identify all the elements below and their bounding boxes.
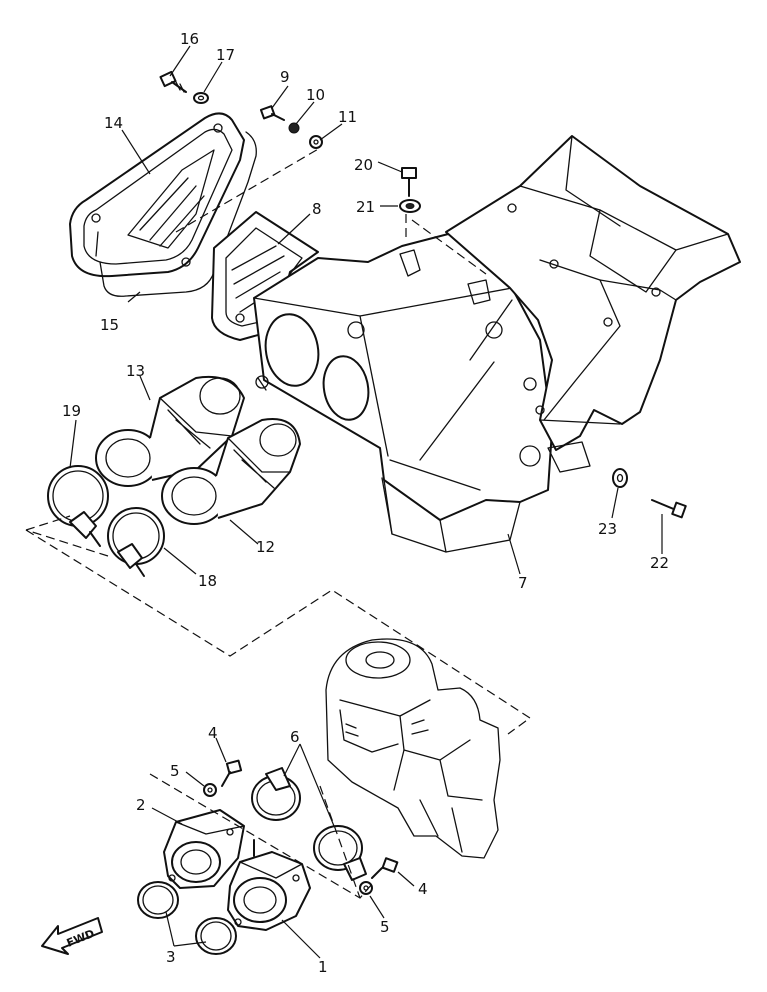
- callout-22: 22: [650, 554, 669, 572]
- callout-15: 15: [100, 316, 119, 334]
- bolt-part-22: [651, 499, 687, 519]
- callout-12: 12: [256, 538, 275, 556]
- washer-part-5: [203, 783, 373, 895]
- clamp-part-18: [107, 507, 165, 577]
- bolt-part-16: [159, 70, 187, 93]
- callout-5-lower: 5: [380, 918, 390, 936]
- callout-14: 14: [104, 114, 123, 132]
- callout-1: 1: [318, 958, 328, 976]
- callout-13: 13: [126, 362, 145, 380]
- callout-23: 23: [598, 520, 617, 538]
- washer-part-21: [399, 199, 421, 213]
- o-ring-part-3: [137, 881, 237, 955]
- assembly-reference-lines: [25, 147, 532, 899]
- callout-8: 8: [312, 200, 322, 218]
- gasket-part-15: [95, 131, 257, 297]
- callout-2: 2: [136, 796, 146, 814]
- washer-part-17: [193, 92, 209, 104]
- nut-part-11: [309, 135, 323, 149]
- callout-16: 16: [180, 30, 199, 48]
- callout-20: 20: [354, 156, 373, 174]
- callout-7: 7: [518, 574, 528, 592]
- air-filter-element-part-8: [211, 211, 319, 341]
- forward-arrow-icon: [41, 917, 103, 955]
- air-filter-cover-part-14: [69, 112, 245, 278]
- callout-19: 19: [62, 402, 81, 420]
- carburetor-joint-part-1: [227, 839, 311, 931]
- bolt-part-20: [401, 167, 417, 197]
- carburetor-joint-part-2: [163, 809, 245, 889]
- air-filter-case-part-7: [253, 231, 553, 553]
- callout-5-upper: 5: [170, 762, 180, 780]
- callout-9: 9: [280, 68, 290, 86]
- leader-lines: [69, 45, 663, 959]
- callout-4-lower: 4: [418, 880, 428, 898]
- engine-outline: [325, 638, 501, 859]
- clamp-part-19: [47, 465, 109, 547]
- clamp-part-6: [251, 767, 367, 881]
- callout-10: 10: [306, 86, 325, 104]
- air-duct-housing: [445, 135, 741, 473]
- joint-part-13: [95, 376, 245, 487]
- washer-part-10: [288, 122, 300, 134]
- callout-6: 6: [290, 728, 300, 746]
- callout-4-upper: 4: [208, 724, 218, 742]
- callout-labels: 16 17 9 10 11 14 15 8 20 21 13 19 18 12 …: [62, 30, 669, 976]
- callout-18: 18: [198, 572, 217, 590]
- callout-11: 11: [338, 108, 357, 126]
- callout-17: 17: [216, 46, 235, 64]
- screw-part-4: [221, 759, 399, 879]
- joint-part-12: [161, 418, 301, 525]
- bolt-part-9: [259, 105, 285, 121]
- callout-21: 21: [356, 198, 375, 216]
- washer-part-23: [612, 468, 628, 488]
- callout-3: 3: [166, 948, 176, 966]
